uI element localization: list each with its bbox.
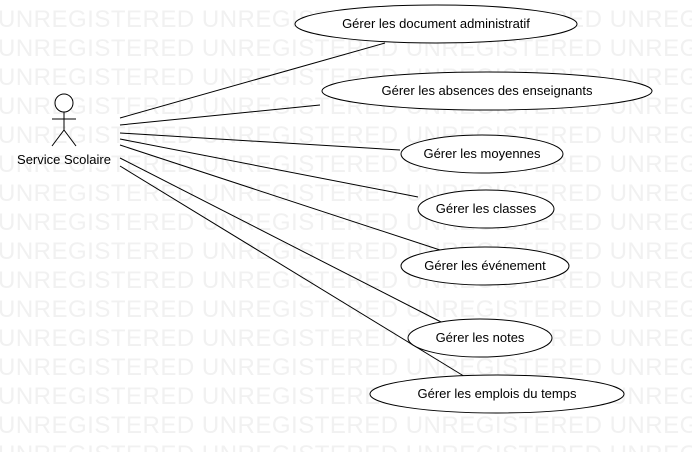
use-case-ellipse xyxy=(369,374,625,414)
use-case-label: Gérer les absences des enseignants xyxy=(381,83,593,98)
use-case-evenement[interactable]: Gérer les événement xyxy=(400,246,570,286)
association-line-classes xyxy=(119,138,419,198)
association-line-emplois xyxy=(119,165,468,379)
use-case-label: Gérer les emplois du temps xyxy=(418,386,577,401)
actor-service-scolaire[interactable] xyxy=(51,93,77,147)
actor-left-leg xyxy=(51,129,65,147)
actor-label: Service Scolaire xyxy=(17,152,111,167)
use-case-ellipse xyxy=(400,134,564,174)
use-case-label: Gérer les notes xyxy=(436,330,525,345)
use-case-label: Gérer les événement xyxy=(424,258,546,273)
association-line-moyennes xyxy=(119,132,401,151)
use-case-ellipse xyxy=(294,4,578,44)
association-line-notes xyxy=(119,157,444,324)
use-case-label: Gérer les document administratif xyxy=(342,16,530,31)
actor-head xyxy=(54,93,74,113)
use-case-ellipse xyxy=(407,318,553,358)
use-case-ellipse xyxy=(321,71,653,111)
use-case-classes[interactable]: Gérer les classes xyxy=(417,189,555,229)
use-case-absences[interactable]: Gérer les absences des enseignants xyxy=(321,71,653,111)
use-case-notes[interactable]: Gérer les notes xyxy=(407,318,553,358)
use-case-ellipse xyxy=(400,246,570,286)
use-case-label: Gérer les moyennes xyxy=(423,146,541,161)
actor-right-leg xyxy=(63,129,77,147)
association-line-evenement xyxy=(119,144,441,251)
use-case-emplois[interactable]: Gérer les emplois du temps xyxy=(369,374,625,414)
association-line-document xyxy=(119,42,386,119)
use-case-document[interactable]: Gérer les document administratif xyxy=(294,4,578,44)
use-case-moyennes[interactable]: Gérer les moyennes xyxy=(400,134,564,174)
use-case-ellipse xyxy=(417,189,555,229)
association-lines xyxy=(119,42,468,379)
use-case-label: Gérer les classes xyxy=(436,201,537,216)
association-line-absences xyxy=(119,104,321,126)
